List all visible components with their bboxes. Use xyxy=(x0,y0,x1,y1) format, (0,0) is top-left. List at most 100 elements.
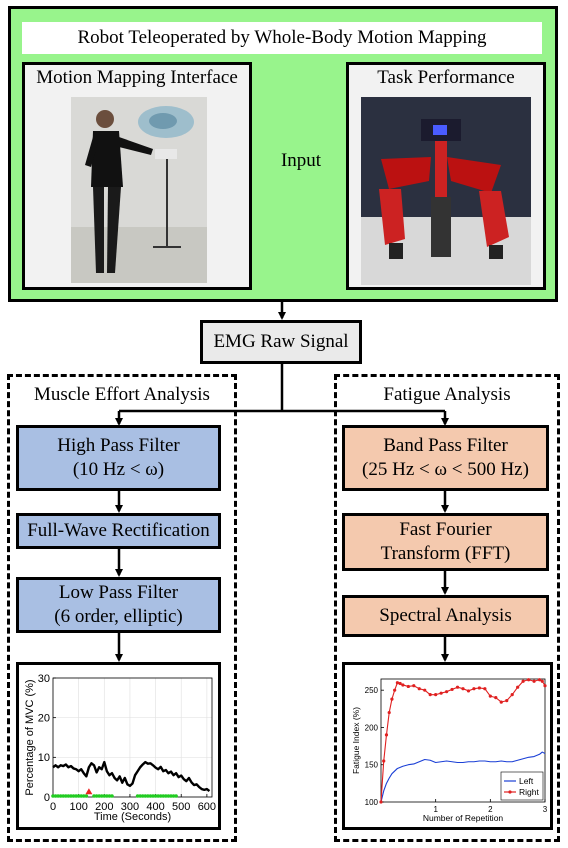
mvc-x-tick-label: 0 xyxy=(50,801,56,813)
fatigue-x-tick-label: 2 xyxy=(488,805,493,814)
mvc-green-marker xyxy=(158,794,163,798)
mvc-plot-area xyxy=(52,677,213,798)
mvc-green-marker xyxy=(79,794,84,798)
task-performance-photo xyxy=(361,97,531,285)
high-pass-filter-label: High Pass Filter xyxy=(57,435,180,456)
mvc-green-marker xyxy=(94,794,99,798)
mvc-green-marker xyxy=(81,794,86,798)
mvc-x-tick-label: 200 xyxy=(95,801,113,813)
mvc-y-tick-label: 20 xyxy=(38,713,50,725)
mvc-green-marker xyxy=(156,794,160,798)
fatigue-series-point xyxy=(510,693,514,697)
mvc-green-marker xyxy=(110,794,114,798)
mvc-x-tick-label: 400 xyxy=(146,801,164,813)
fatigue-x-axis-label: Number of Repetition xyxy=(423,813,504,823)
fatigue-analysis-title: Fatigue Analysis xyxy=(383,384,511,405)
fatigue-legend-label: Right xyxy=(519,787,539,797)
fatigue-series-point xyxy=(428,693,432,697)
fatigue-series-point xyxy=(379,800,383,804)
mvc-green-marker xyxy=(140,794,145,798)
low-pass-filter-params: (6 order, elliptic) xyxy=(54,606,183,627)
mvc-green-marker xyxy=(169,794,173,798)
fatigue-series-point xyxy=(532,679,536,683)
fatigue-series-point xyxy=(387,710,391,715)
fatigue-series-point xyxy=(488,694,492,698)
motion-mapping-frame: Motion Mapping Interface xyxy=(22,62,252,290)
band-pass-filter-label: Band Pass Filter xyxy=(383,435,508,456)
fatigue-legend xyxy=(500,771,544,801)
fft-node: Fast Fourier Transform (FFT) xyxy=(342,513,549,571)
fatigue-series-point xyxy=(434,693,438,697)
fatigue-plot-area xyxy=(380,678,546,803)
mvc-x-tick-label: 500 xyxy=(172,801,190,813)
mvc-y-tick-label: 0 xyxy=(44,792,50,804)
band-pass-filter-range: (25 Hz < ω < 500 Hz) xyxy=(362,459,529,480)
mvc-green-marker xyxy=(171,794,176,798)
mvc-x-axis-label: Time (Seconds) xyxy=(94,811,171,823)
fatigue-legend-marker xyxy=(508,790,512,794)
fatigue-legend-label: Left xyxy=(519,776,534,786)
fatigue-series-point xyxy=(540,679,544,683)
fatigue-series-point xyxy=(499,700,503,704)
mvc-green-marker xyxy=(143,794,148,798)
mvc-green-marker xyxy=(71,794,76,798)
mvc-green-marker xyxy=(64,794,68,798)
emg-raw-signal-node: EMG Raw Signal xyxy=(200,320,362,364)
mvc-x-tick-label: 600 xyxy=(198,801,216,813)
fatigue-series-line xyxy=(380,751,546,803)
muscle-effort-title: Muscle Effort Analysis xyxy=(34,384,210,405)
mvc-green-marker xyxy=(138,794,142,798)
fatigue-y-tick-label: 150 xyxy=(365,761,379,770)
fatigue-series-point xyxy=(382,759,386,763)
task-performance-title: Task Performance xyxy=(377,67,515,88)
full-wave-rectification-node: Full-Wave Rectification xyxy=(16,513,221,549)
mvc-y-tick-label: 30 xyxy=(38,673,50,685)
high-pass-filter-range: (10 Hz < ω) xyxy=(72,459,165,480)
mvc-green-marker xyxy=(92,794,96,798)
mvc-red-marker xyxy=(85,788,93,795)
fatigue-series-point xyxy=(423,688,427,692)
fatigue-series-point xyxy=(527,678,531,682)
fatigue-y-tick-label: 250 xyxy=(365,686,379,695)
mvc-x-tick-label: 300 xyxy=(121,801,139,813)
mvc-green-marker xyxy=(69,794,73,798)
mvc-green-marker xyxy=(151,794,155,798)
motion-mapping-photo xyxy=(71,97,207,283)
band-pass-filter-node: Band Pass Filter (25 Hz < ω < 500 Hz) xyxy=(342,425,549,491)
fatigue-series-point xyxy=(450,687,454,692)
fatigue-series-point xyxy=(455,685,460,689)
mvc-green-marker xyxy=(146,794,150,798)
mvc-x-tick-label: 100 xyxy=(69,801,87,813)
mvc-series-line xyxy=(52,760,211,792)
spectral-analysis-node: Spectral Analysis xyxy=(342,595,549,637)
mvc-green-marker xyxy=(97,794,101,798)
fatigue-series-point xyxy=(466,689,471,693)
mvc-green-marker xyxy=(51,794,55,798)
motion-mapping-title: Motion Mapping Interface xyxy=(36,67,238,88)
fatigue-series-point xyxy=(483,687,487,691)
mvc-green-marker xyxy=(58,794,63,798)
fft-label-line2: Transform (FFT) xyxy=(380,543,511,564)
fatigue-series-point xyxy=(505,699,509,703)
mvc-green-marker xyxy=(61,794,66,798)
fatigue-series-point xyxy=(537,678,542,682)
fatigue-series-point xyxy=(412,684,416,688)
fatigue-series-point xyxy=(472,687,476,691)
mvc-green-marker xyxy=(135,794,140,798)
fatigue-y-axis-label: Fatigue Index (%) xyxy=(351,707,361,774)
mvc-y-axis-label: Percentage of MVC (%) xyxy=(24,679,36,795)
fatigue-series-point xyxy=(395,681,399,685)
mvc-y-tick-label: 10 xyxy=(38,752,50,764)
fatigue-y-tick-label: 100 xyxy=(365,798,379,807)
fatigue-x-tick-label: 3 xyxy=(543,805,548,814)
input-arrow-label: Input xyxy=(280,150,322,171)
fatigue-series-point xyxy=(445,690,449,694)
mvc-green-marker xyxy=(148,794,153,798)
mvc-green-marker xyxy=(66,794,71,798)
mvc-green-marker xyxy=(56,794,60,798)
mvc-green-marker xyxy=(161,794,166,798)
